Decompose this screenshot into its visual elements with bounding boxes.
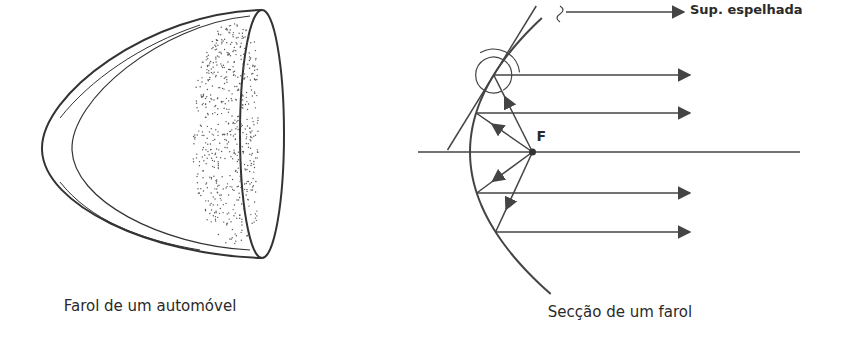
leader-arrow bbox=[566, 11, 684, 13]
tangent-line bbox=[448, 6, 537, 150]
caption-label: Secção de um farol bbox=[548, 304, 692, 321]
focus-label: F bbox=[537, 128, 547, 144]
part-label: Sup. espelhada bbox=[690, 3, 803, 18]
caption-label: Farol de um automóvel bbox=[64, 298, 237, 315]
parabolic-mirror-section bbox=[418, 6, 800, 294]
optical-axis bbox=[418, 151, 800, 153]
headlight-drawing bbox=[42, 10, 284, 258]
parabolic-mirror bbox=[470, 18, 551, 294]
